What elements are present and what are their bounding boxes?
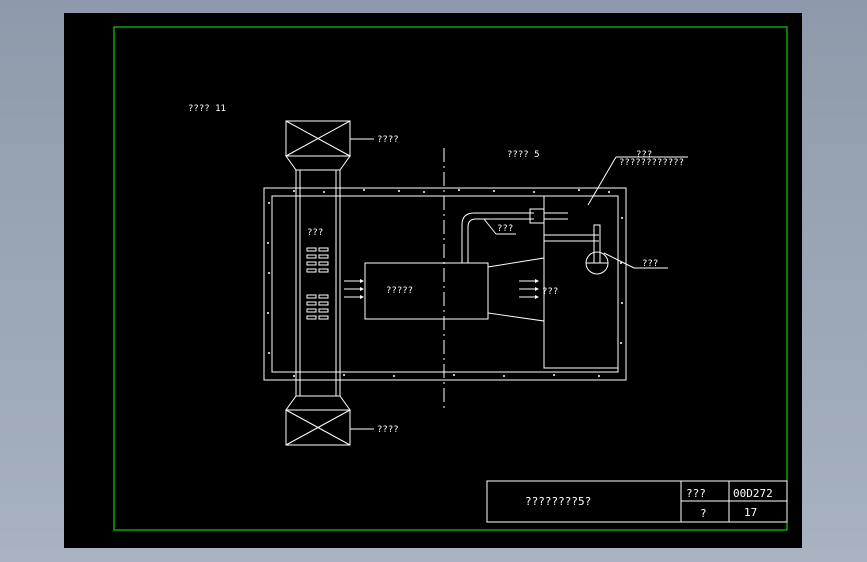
title-block-row1-value: 00D272 [733, 487, 773, 500]
vertical-duct [285, 120, 351, 446]
label-duct-inner: ??? [307, 228, 323, 238]
duct-grilles [306, 247, 329, 320]
title-block-title: ????????5? [525, 495, 591, 508]
flow-arrows-right [519, 279, 539, 299]
leader-lines [350, 138, 688, 430]
title-block-row2-label: ? [700, 507, 707, 520]
drawing-border [113, 26, 788, 531]
wall-hatch-dots [267, 189, 623, 377]
cad-drawing: ???? 11 ???? 5 ??? ???????????? ???? ???… [113, 26, 788, 531]
diffuser [487, 257, 545, 322]
label-duct-bottom: ???? [377, 425, 399, 435]
label-top-right-2: ???????????? [619, 158, 684, 168]
unit-box [364, 262, 489, 320]
label-center: ???? 5 [507, 150, 540, 160]
label-box: ????? [386, 286, 413, 296]
label-top-right-1: ??? [636, 150, 652, 160]
label-flow: ??? [542, 287, 558, 297]
valve-symbol [585, 224, 609, 275]
drawing-sheet: ???? 11 ???? 5 ??? ???????????? ???? ???… [64, 13, 802, 548]
title-block-row2-value: 17 [744, 506, 757, 519]
label-pipe: ??? [497, 224, 513, 234]
title-block-row1-label: ??? [686, 487, 706, 500]
label-top-left: ???? 11 [188, 104, 226, 114]
room-walls [263, 187, 627, 381]
pipe [461, 208, 599, 263]
right-enclosure [543, 195, 619, 369]
title-block [486, 480, 788, 523]
label-valve: ??? [642, 259, 658, 269]
flow-arrows-left [344, 279, 364, 299]
label-duct-top: ???? [377, 135, 399, 145]
